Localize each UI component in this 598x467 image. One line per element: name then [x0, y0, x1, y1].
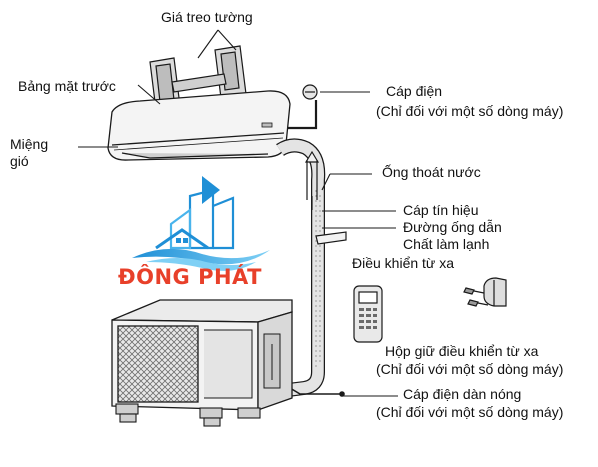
wall-bracket-label: Giá treo tường [161, 9, 253, 25]
remote-holder-note: (Chỉ đối với một số dòng máy) [376, 361, 564, 377]
remote-label: Điều khiển từ xa [352, 255, 454, 271]
brand-name: ĐÔNG PHÁT [118, 265, 262, 289]
drain-pipe [304, 150, 320, 210]
outdoor-unit [111, 299, 293, 411]
indoor-unit [107, 90, 291, 161]
power-cable-note: (Chỉ đối với một số dòng máy) [376, 103, 564, 119]
remote-holder [463, 277, 507, 307]
dong-phat-logo [132, 176, 270, 271]
leader-lines [78, 29, 398, 397]
pipe-clamp [315, 231, 347, 245]
drain-pipe-label: Ống thoát nước [382, 164, 481, 180]
power-cable-label: Cáp điện [386, 83, 443, 99]
remote-holder-label: Hộp giữ điều khiển từ xa [385, 343, 539, 359]
power-plug-icon [302, 84, 318, 100]
outdoor-power-cable [289, 387, 345, 397]
refrigerant-pipe-label-line2: Chất làm lạnh [403, 236, 490, 252]
screw-icon [463, 287, 489, 307]
air-outlet-label-line2: gió [10, 153, 29, 169]
outdoor-cable-note: (Chỉ đối với một số dòng máy) [376, 404, 564, 420]
outdoor-unit-feet [115, 403, 261, 427]
refrigerant-pipe-label-line1: Đường ống dẫn [403, 219, 502, 235]
remote-control [353, 285, 383, 343]
outdoor-cable-label: Cáp điện dàn nóng [403, 386, 522, 402]
front-panel-label: Bảng mặt trước [18, 78, 116, 94]
signal-cable-label: Cáp tín hiệu [403, 202, 479, 218]
wall-bracket [149, 45, 247, 111]
power-cable [288, 100, 318, 130]
air-outlet-label-line1: Miệng [10, 136, 49, 152]
